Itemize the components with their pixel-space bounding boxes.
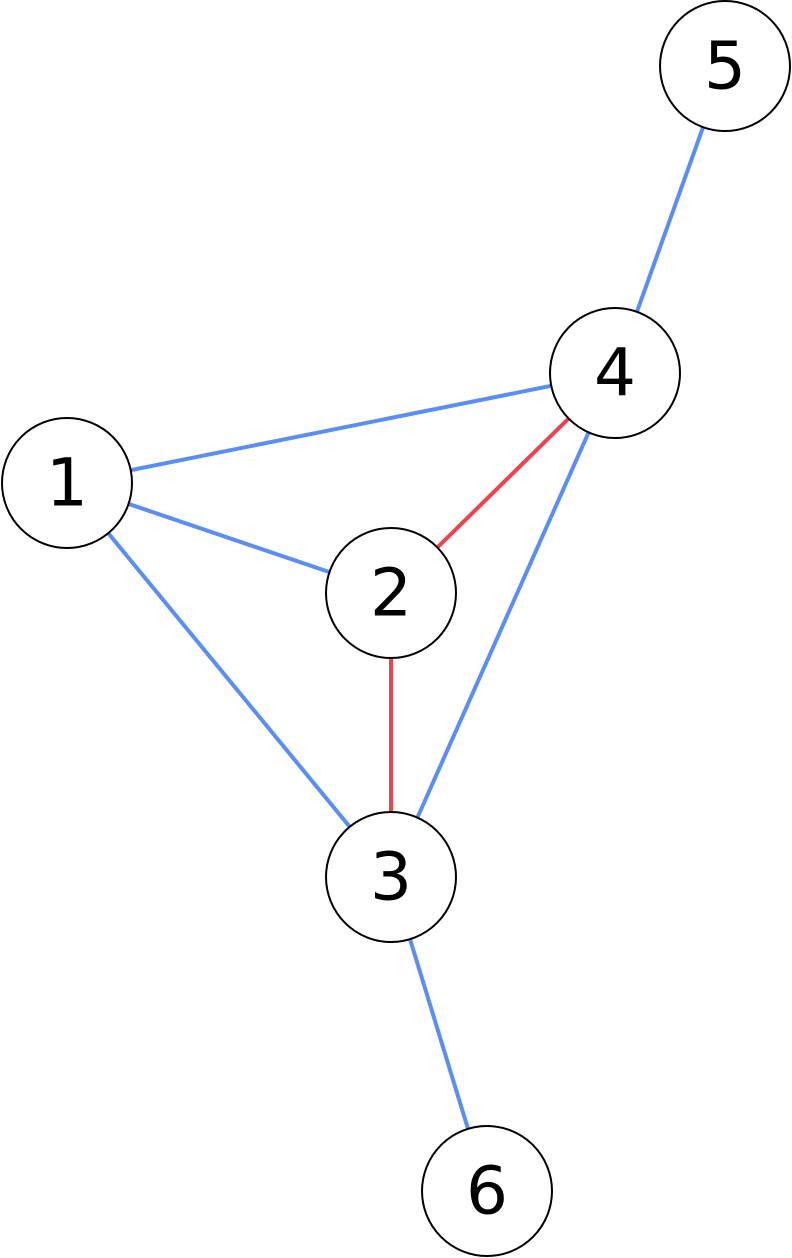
node-label: 1 [46,445,88,522]
node-5: 5 [659,0,791,132]
node-circle [1,417,133,549]
edge-1-4 [66,371,616,485]
node-circle [549,307,681,439]
node-circle [421,1125,553,1257]
edge-3-4 [389,372,617,878]
node-circle [659,0,791,132]
node-circle [325,811,457,943]
node-label: 3 [370,839,412,916]
node-6: 6 [421,1125,553,1257]
edge-1-3 [65,481,393,879]
node-4: 4 [549,307,681,439]
node-circle [325,527,457,659]
node-label: 2 [370,555,412,632]
node-2: 2 [325,527,457,659]
node-label: 6 [466,1153,508,1230]
node-1: 1 [1,417,133,549]
node-label: 5 [704,28,746,105]
node-3: 3 [325,811,457,943]
node-label: 4 [594,335,636,412]
